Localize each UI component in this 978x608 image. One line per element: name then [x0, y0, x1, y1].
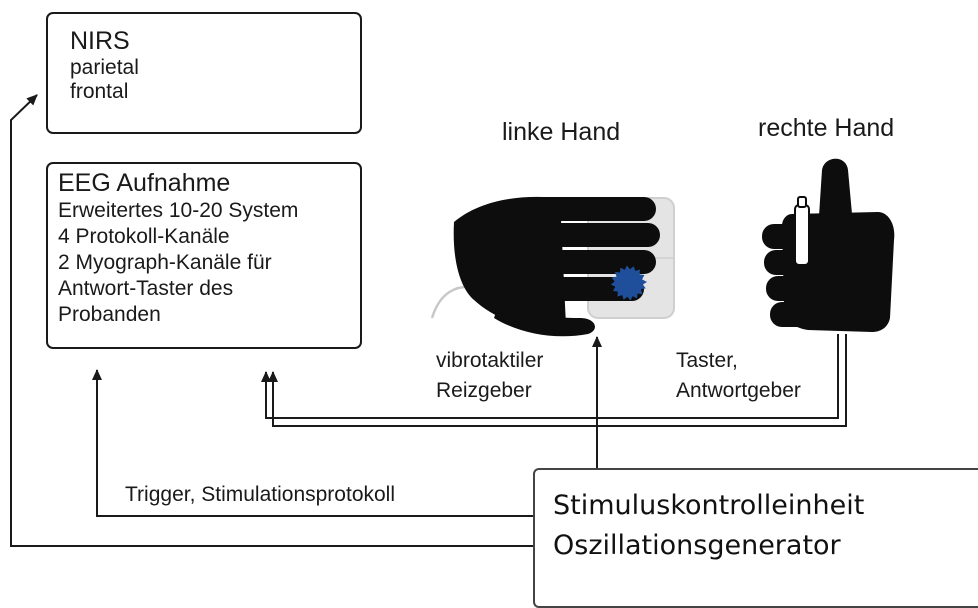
nirs-line-parietal: parietal: [70, 56, 139, 79]
arrow-control-to-nirs: [10, 94, 533, 547]
nirs-box: NIRS parietal frontal: [46, 12, 362, 134]
control-unit-line-1: Stimuluskontrolleinheit: [553, 490, 865, 521]
nirs-title: NIRS: [70, 27, 130, 55]
stimulator-label-line-1: vibrotaktiler: [436, 349, 544, 372]
nirs-line-frontal: frontal: [70, 80, 129, 103]
eeg-line-2: 4 Protokoll-Kanäle: [58, 225, 230, 248]
eeg-line-1: Erweitertes 10-20 System: [58, 199, 299, 222]
eeg-line-3: 2 Myograph-Kanäle für: [58, 251, 272, 274]
response-button-label: Taster, Antwortgeber: [676, 346, 805, 406]
right-hand-label: rechte Hand: [758, 114, 895, 142]
arrow-button-to-eeg-2: [268, 334, 847, 427]
response-button-label-line-1: Taster,: [676, 349, 738, 372]
arrow-control-to-eeg-trigger: [92, 369, 533, 517]
stimulator-label: vibrotaktiler Reizgeber: [436, 346, 543, 406]
left-hand-label: linke Hand: [502, 118, 621, 146]
eeg-line-5: Probanden: [58, 303, 161, 326]
diagram-canvas: NIRS parietal frontal EEG Aufnahme Erwei…: [10, 12, 978, 608]
control-unit-line-2: Oszillationsgenerator: [553, 530, 841, 561]
eeg-box: EEG Aufnahme Erweitertes 10-20 System 4 …: [46, 162, 362, 349]
eeg-line-4: Antwort-Taster des: [58, 277, 234, 300]
eeg-title: EEG Aufnahme: [58, 169, 231, 197]
stimulator-label-line-2: Reizgeber: [436, 379, 532, 402]
response-button-label-line-2: Antwortgeber: [676, 379, 801, 402]
control-unit-box: Stimuluskontrolleinheit Oszillationsgene…: [533, 468, 978, 608]
trigger-label: Trigger, Stimulationsprotokoll: [125, 483, 396, 506]
arrow-button-to-eeg-1: [261, 334, 839, 419]
connection-lines: [10, 94, 847, 547]
